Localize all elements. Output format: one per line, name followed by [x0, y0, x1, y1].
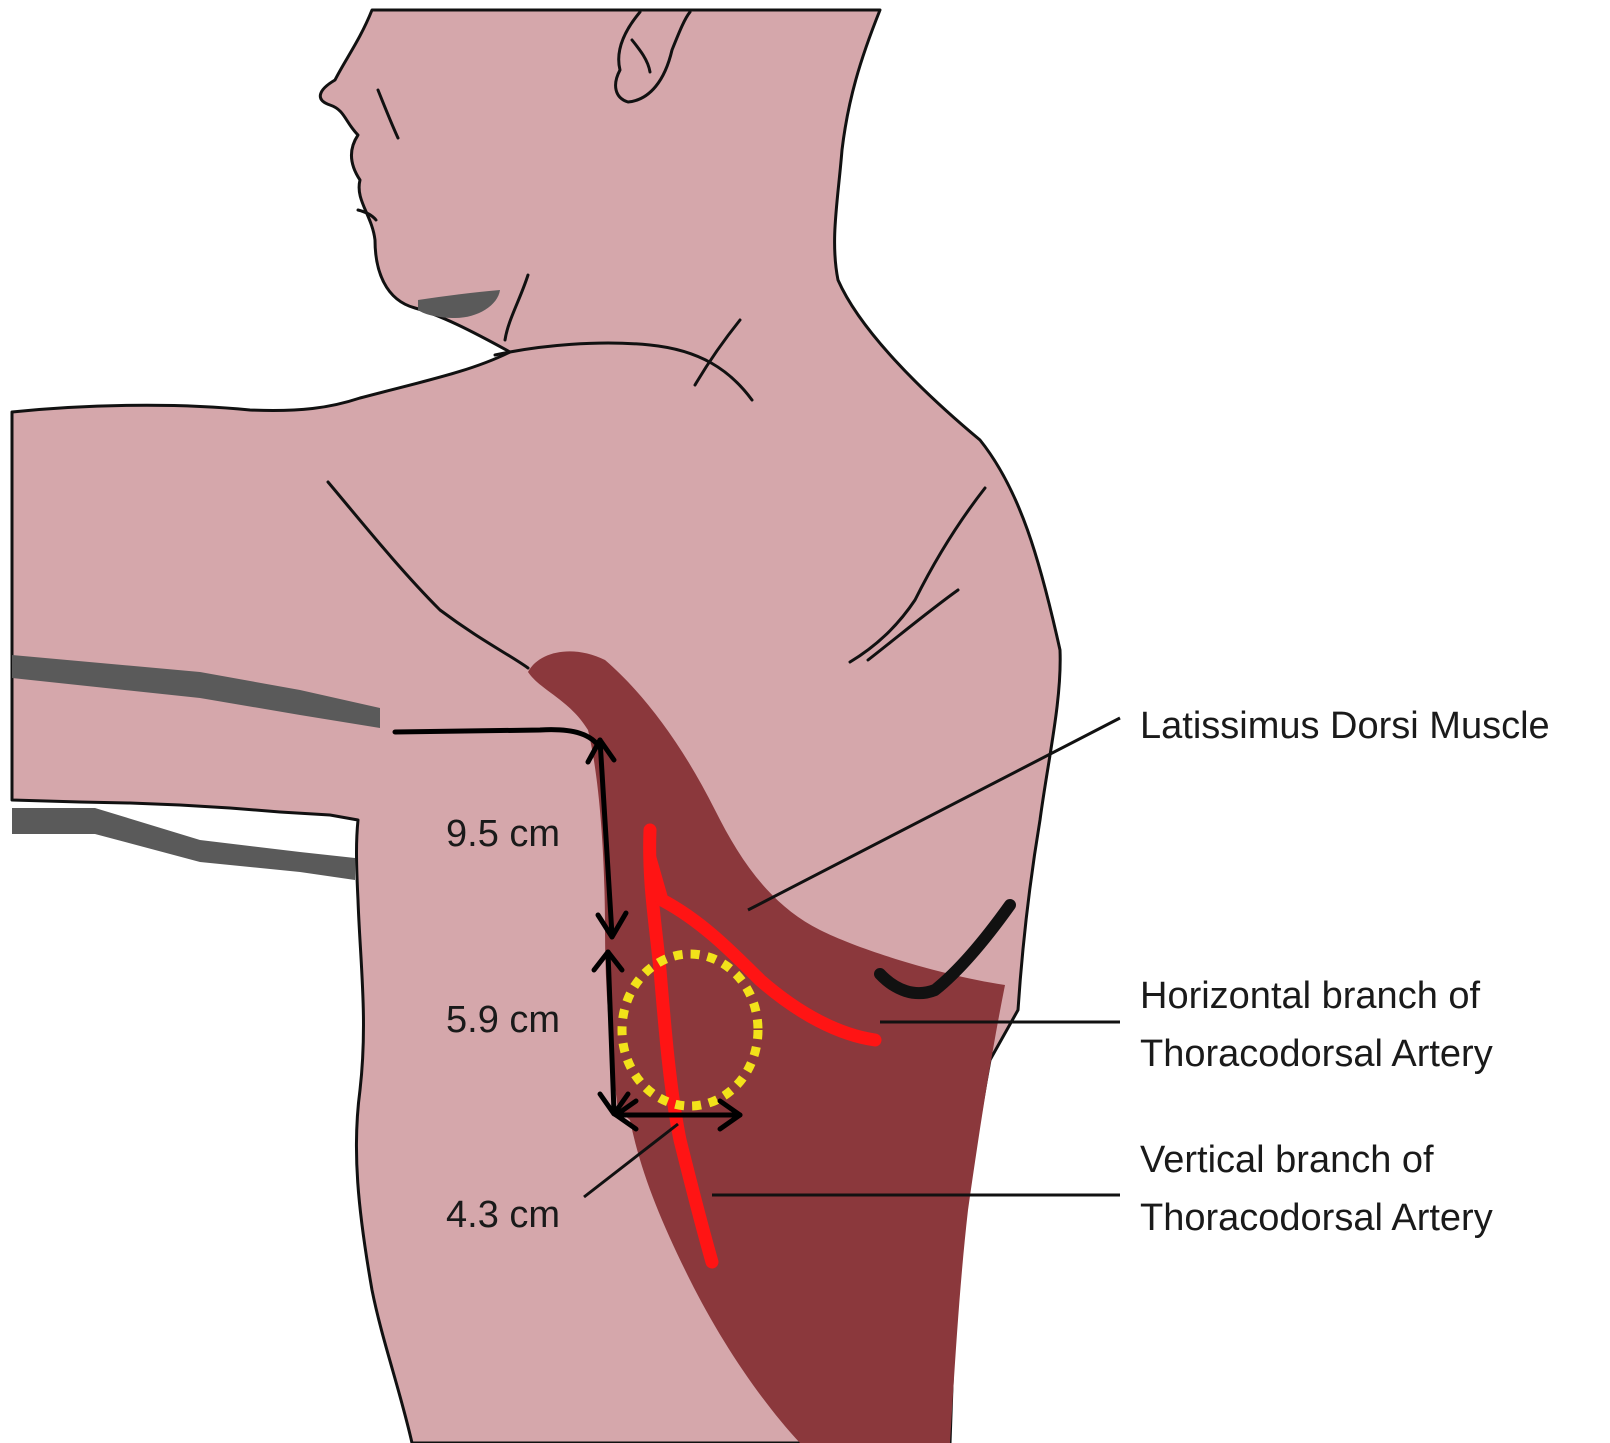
- label-horizontal-branch-line1: Horizontal branch of: [1140, 975, 1481, 1017]
- measure-label-vertical-lower: 5.9 cm: [446, 999, 560, 1041]
- label-vertical-branch-line2: Thoracodorsal Artery: [1140, 1197, 1493, 1239]
- label-latissimus-dorsi: Latissimus Dorsi Muscle: [1140, 705, 1550, 747]
- label-vertical-branch-line1: Vertical branch of: [1140, 1139, 1434, 1181]
- measure-label-vertical-upper: 9.5 cm: [446, 813, 560, 855]
- measure-label-horizontal: 4.3 cm: [446, 1194, 560, 1236]
- lower-arm-shadow: [12, 808, 355, 880]
- label-horizontal-branch-line2: Thoracodorsal Artery: [1140, 1033, 1493, 1075]
